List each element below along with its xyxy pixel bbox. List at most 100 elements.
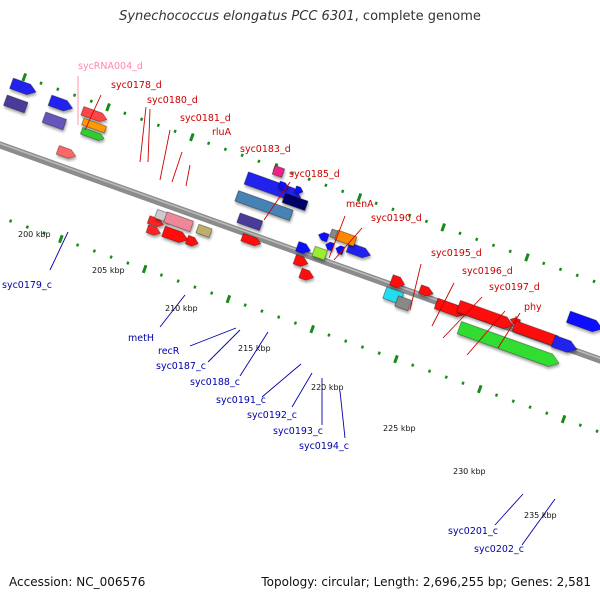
kbp-tick xyxy=(277,315,281,319)
complement-gene-label: syc0179_c xyxy=(2,280,52,291)
gene-feature xyxy=(163,211,194,232)
kbp-tick xyxy=(8,219,13,223)
kbp-tick xyxy=(290,171,295,176)
kbp-tick xyxy=(223,147,228,152)
scale-label: 205 kbp xyxy=(92,266,125,275)
direct-gene-label: syc0190_d xyxy=(371,213,422,224)
scale-label: 225 kbp xyxy=(383,424,416,433)
kbp-tick xyxy=(176,279,180,283)
kbp-tick xyxy=(75,243,80,247)
gene-features xyxy=(3,77,600,367)
gene-feature xyxy=(80,127,105,141)
complement-gene-label: syc0201_c xyxy=(448,526,498,537)
kbp-tick xyxy=(39,81,43,86)
gene-feature xyxy=(271,165,285,178)
scale-label: 230 kbp xyxy=(453,467,486,476)
kbp-tick xyxy=(58,234,64,244)
kbp-tick xyxy=(511,399,515,403)
gene-feature xyxy=(3,94,29,114)
gene-feature xyxy=(240,233,262,246)
kbp-tick xyxy=(427,369,432,373)
gene-feature xyxy=(418,284,434,297)
gene-feature xyxy=(311,246,328,261)
map-title: Synechococcus elongatus PCC 6301, comple… xyxy=(0,9,600,24)
kbp-tick xyxy=(578,423,582,427)
kbp-tick xyxy=(595,429,599,433)
kbp-tick xyxy=(545,411,549,415)
direct-leader-line xyxy=(431,282,455,327)
gene-feature xyxy=(81,117,107,134)
kbp-tick xyxy=(475,237,479,242)
kbp-tick xyxy=(360,345,365,349)
direct-leader-line xyxy=(263,181,291,221)
complement-leader-line xyxy=(261,363,302,398)
kbp-tick xyxy=(542,261,546,266)
complement-leader-line xyxy=(291,372,313,408)
kbp-tick xyxy=(42,231,46,235)
kbp-tick xyxy=(126,261,130,265)
kbp-tick xyxy=(377,351,381,355)
kbp-tick xyxy=(189,132,195,142)
gene-feature xyxy=(394,295,412,312)
kbp-tick xyxy=(206,141,211,146)
direct-gene-label: rluA xyxy=(212,127,232,138)
gene-feature xyxy=(9,77,37,95)
gene-feature xyxy=(295,241,311,254)
gene-feature xyxy=(456,321,560,367)
complement-gene-label: metH xyxy=(128,333,154,344)
direct-leader-line xyxy=(328,215,346,259)
gene-feature xyxy=(195,224,213,238)
title-suffix: , complete genome xyxy=(354,9,481,24)
direct-gene-label: syc0178_d xyxy=(111,80,162,91)
kbp-tick xyxy=(225,294,232,304)
kbp-tick xyxy=(424,219,429,224)
kbp-tick xyxy=(411,363,415,367)
kbp-tick xyxy=(324,183,328,188)
kbp-tick xyxy=(243,303,247,307)
gene-feature xyxy=(47,94,73,112)
gene-feature xyxy=(161,225,189,243)
scale-label: 235 kbp xyxy=(524,511,557,520)
kbp-tick xyxy=(408,213,412,218)
scale-label: 215 kbp xyxy=(238,344,271,353)
accession-text: Accession: NC_006576 xyxy=(9,575,146,589)
gene-feature xyxy=(456,300,514,329)
gene-feature xyxy=(41,111,67,131)
organism-name: Synechococcus elongatus PCC 6301 xyxy=(119,9,355,24)
gene-feature xyxy=(281,192,309,211)
gene-feature xyxy=(551,335,578,353)
gene-labels: sycRNA004_dsyc0178_dsyc0180_dsyc0181_drl… xyxy=(2,61,542,555)
direct-gene-label: syc0180_d xyxy=(147,95,198,106)
gene-feature xyxy=(145,224,161,236)
kbp-tick xyxy=(344,339,348,343)
direct-leader-line xyxy=(84,94,102,131)
label-leader-lines xyxy=(49,76,556,546)
kbp-tick xyxy=(560,414,567,424)
direct-leader-line xyxy=(159,129,171,181)
kbp-tick xyxy=(558,267,563,272)
kbp-tick xyxy=(458,231,462,236)
kbp-tick xyxy=(89,99,93,104)
kbp-tick xyxy=(575,273,579,278)
kbp-tick xyxy=(491,243,496,248)
scale-label: 210 kbp xyxy=(165,304,198,313)
kbp-tick xyxy=(56,87,60,92)
kbp-tick xyxy=(327,333,331,337)
gene-feature xyxy=(298,267,314,281)
topology-text: Topology: circular; Length: 2,696,255 bp… xyxy=(261,575,591,589)
direct-gene-label: syc0197_d xyxy=(489,282,540,293)
kbp-tick xyxy=(309,324,315,334)
rna-label: sycRNA004_d xyxy=(78,61,143,72)
gene-feature xyxy=(389,274,405,288)
direct-gene-label: menA xyxy=(346,199,374,210)
scale-label: 200 kbp xyxy=(18,230,51,239)
complement-leader-line xyxy=(521,498,556,546)
kbp-tick xyxy=(210,291,214,295)
complement-gene-label: syc0188_c xyxy=(190,377,240,388)
gene-feature xyxy=(293,185,304,195)
kbp-tick xyxy=(440,223,446,232)
kbp-tick xyxy=(141,264,148,274)
direct-gene-label: syc0183_d xyxy=(240,144,291,155)
